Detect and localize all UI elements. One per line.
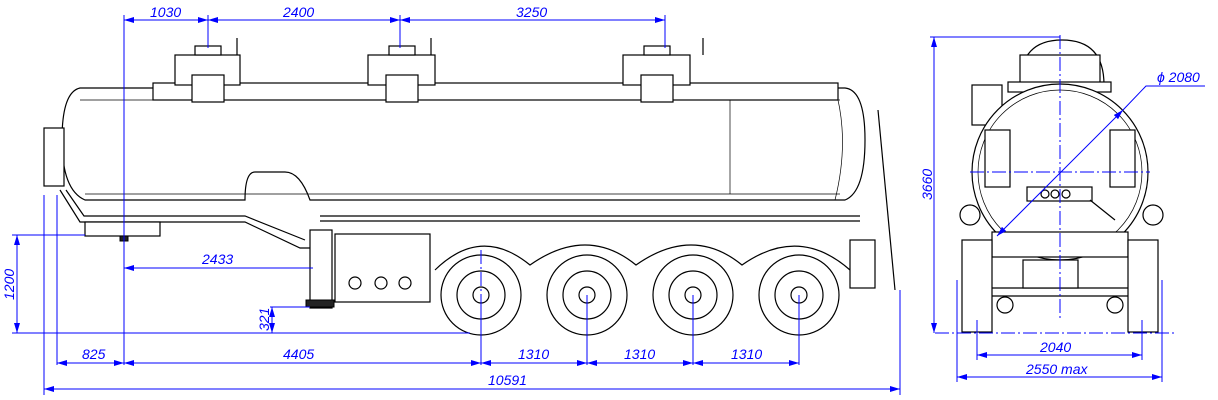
dim-4405: 4405 [283, 346, 314, 362]
hatch-3 [622, 38, 704, 103]
rear-wheel-left [961, 239, 993, 333]
rear-bumper [849, 239, 876, 289]
dim-1310-c: 1310 [731, 346, 762, 362]
dim-hatch-1: 1030 [150, 4, 181, 20]
dim-321: 321 [256, 308, 272, 331]
equipment-box [334, 233, 431, 303]
kingpin-plate [84, 221, 161, 237]
side-dimensions: 1030 2400 3250 1200 2433 321 825 4405 13… [1, 4, 901, 395]
dim-825: 825 [82, 346, 106, 362]
tank-body [61, 87, 866, 201]
dim-2040: 2040 [1039, 339, 1071, 355]
dim-1200: 1200 [1, 269, 17, 300]
dim-hatch-2: 2400 [282, 4, 314, 20]
rear-dimensions: 3660 2040 2550 max ϕ 2080 [919, 36, 1205, 382]
landing-leg [309, 229, 333, 309]
hatch-2 [367, 38, 436, 103]
front-cabinet [43, 127, 65, 187]
dim-hatch-3: 3250 [516, 4, 547, 20]
dim-3660: 3660 [919, 169, 935, 200]
dim-10591: 10591 [488, 372, 527, 388]
rear-wheel-right [1127, 239, 1159, 333]
dim-2433: 2433 [201, 251, 233, 267]
walkway-rail [152, 82, 839, 101]
dim-2550-max: 2550 max [1025, 361, 1088, 377]
hatch-1 [174, 38, 241, 103]
dim-1310-a: 1310 [518, 346, 549, 362]
rear-view [935, 35, 1175, 334]
side-view [43, 38, 896, 336]
dim-diameter-2080: ϕ 2080 [1157, 69, 1200, 85]
dim-1310-b: 1310 [624, 346, 655, 362]
